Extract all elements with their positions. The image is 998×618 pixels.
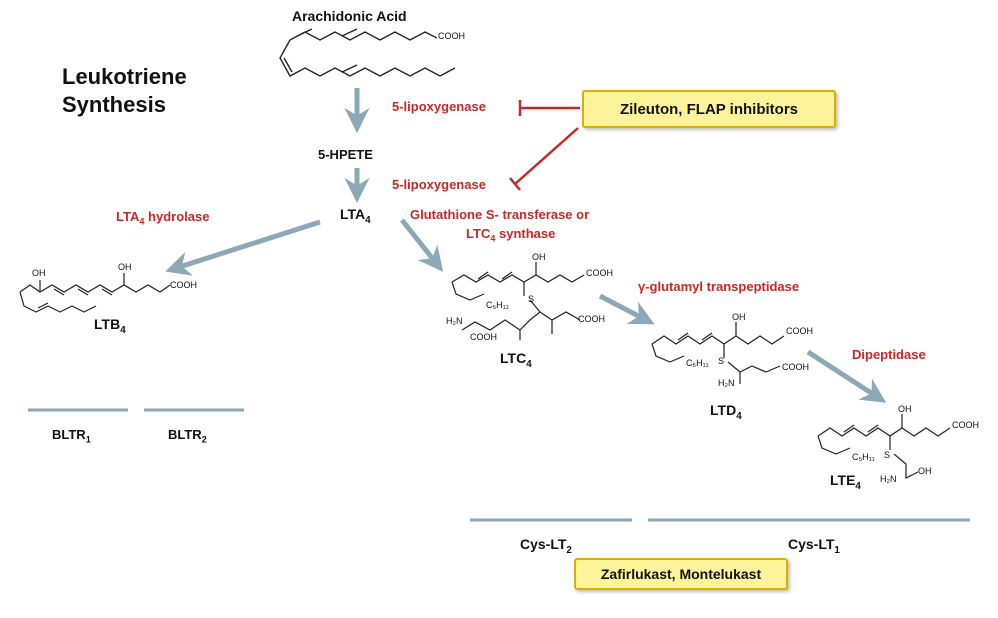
lipoxygenase-label-1: 5-lipoxygenase [392,99,486,114]
lta4-hydrolase-label: LTA4 hydrolase [116,209,210,227]
ltd4-oh: OH [732,312,746,322]
zafirlukast-montelukast-box: Zafirlukast, Montelukast [574,558,788,590]
hpete-label: 5-HPETE [318,147,373,162]
lta4-label: LTA4 [340,206,371,226]
ltd4-label: LTD4 [710,402,742,422]
ltc4-label: LTC4 [500,350,532,370]
ltc4-structure [451,262,585,340]
lte4-h2n: H₂N [880,474,897,484]
bltr2-label: BLTR2 [168,427,207,445]
ltc4-c5h11: C₅H₁₁ [486,300,509,310]
glutathione-label-line1: Glutathione S- transferase or [410,207,590,222]
ltd4-s: S [718,356,725,366]
gamma-gt-label: γ-glutamyl transpeptidase [638,279,800,294]
ltd4-structure [651,322,785,384]
ltb4-structure [19,273,171,313]
ltc4-s: S [528,294,535,304]
title-line1: Leukotriene [62,64,187,89]
ltc4-h2n: H₂N [446,316,463,326]
ltd4-cooh: COOH [786,326,813,336]
lipoxygenase-label-2: 5-lipoxygenase [392,177,486,192]
ltb4-cooh: COOH [170,280,197,290]
ltd4-h2n: H₂N [718,378,735,388]
ltd4-cooh-2: COOH [782,362,809,372]
ltc4-cooh-2: COOH [578,314,605,324]
ltb4-oh-1: OH [32,268,46,278]
lte4-cooh: COOH [952,420,979,430]
zileuton-flap-box: Zileuton, FLAP inhibitors [582,90,836,128]
aa-cooh-label: COOH [438,31,465,41]
glutathione-label-line2: LTC4 synthase [466,226,556,244]
lte4-oh: OH [898,404,912,414]
arrow-ltc4-to-ltd4 [598,293,655,325]
bltr1-label: BLTR1 [52,427,91,445]
ltc4-cooh-3: COOH [470,332,497,342]
arrow-ltd4-to-lte4 [806,349,887,403]
inhibition-lines [509,100,580,191]
arachidonic-acid-label: Arachidonic Acid [292,8,407,24]
lte4-c5h11: C₅H₁₁ [852,452,875,462]
ltd4-c5h11: C₅H₁₁ [686,358,709,368]
ltb4-label: LTB4 [94,316,126,336]
arachidonic-acid-structure [279,28,456,77]
arrow-lta4-to-ltc4 [400,218,444,272]
ltc4-cooh: COOH [586,268,613,278]
cyslt1-label: Cys-LT1 [788,536,840,556]
title-line2: Synthesis [62,92,166,117]
arrow-lta4-to-ltb4 [165,219,321,276]
lte4-structure [817,414,951,479]
dipeptidase-label: Dipeptidase [852,347,926,362]
ltc4-oh: OH [532,252,546,262]
lte4-oh-2: OH [918,466,932,476]
ltb4-oh-2: OH [118,262,132,272]
cyslt2-label: Cys-LT2 [520,536,572,556]
lte4-label: LTE4 [830,472,861,492]
lte4-s: S [884,450,891,460]
